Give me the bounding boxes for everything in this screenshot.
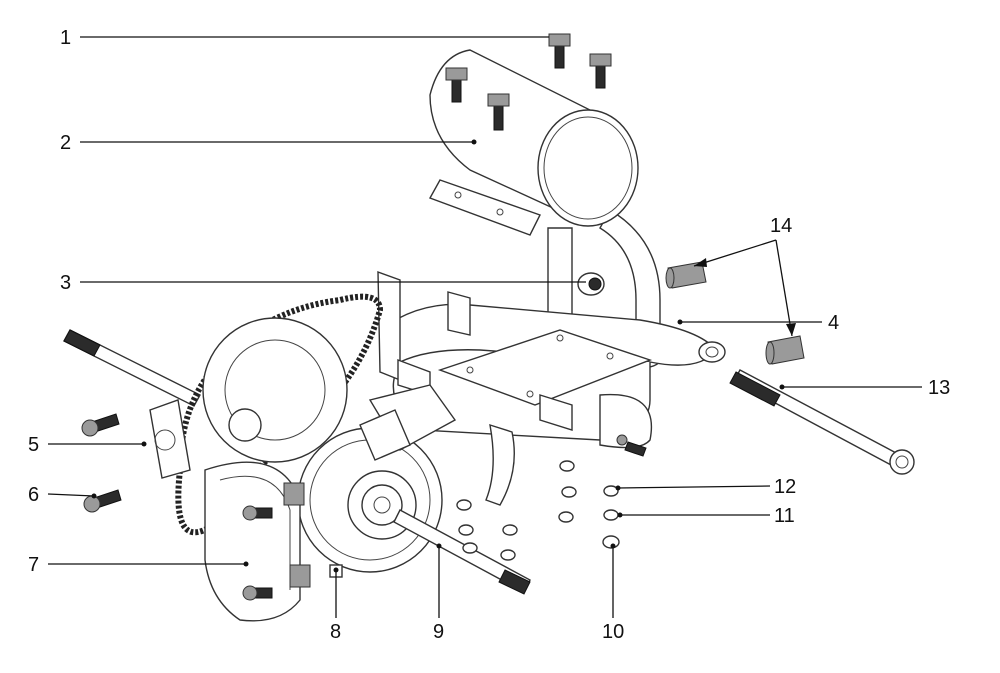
brake-disc-hub: [297, 384, 457, 578]
callout-7: 7: [28, 554, 39, 576]
axle-left: [63, 329, 201, 407]
callout-6: 6: [28, 484, 39, 506]
callout-14: 14: [770, 215, 792, 237]
callout-8: 8: [330, 621, 341, 643]
callout-10: 10: [602, 621, 624, 643]
pivot-bolt-part-13: [729, 369, 915, 475]
callout-12: 12: [774, 476, 796, 498]
leader-14b: [775, 239, 793, 337]
callout-2: 2: [60, 132, 71, 154]
callout-11: 11: [774, 505, 795, 527]
exhaust-muffler: [428, 49, 639, 236]
nuts-and-washers-10-11-12: [456, 460, 620, 561]
callout-5: 5: [28, 434, 39, 456]
leader-14a: [693, 239, 777, 267]
callout-leaders: [47, 36, 922, 618]
callout-3: 3: [60, 272, 71, 294]
callout-13: 13: [928, 377, 950, 399]
callout-9: 9: [433, 621, 444, 643]
rear-axle-part-9: [393, 509, 531, 595]
callout-labels: 1 2 3 4 5 6 7 8 9 10 11 12 13 14: [28, 27, 950, 643]
drive-chain-sprocket: [149, 293, 384, 536]
bushing-part-3: [577, 272, 605, 296]
leader-6: [47, 493, 95, 497]
callout-1: 1: [60, 27, 71, 49]
muffler-bolts: [445, 33, 612, 131]
bolts-parts-5-6: [81, 413, 647, 513]
rear-frame: [377, 209, 726, 506]
leader-12: [617, 485, 771, 489]
brake-caliper-part-7: [204, 461, 311, 622]
sleeves-part-14: [665, 261, 805, 365]
callout-4: 4: [828, 312, 839, 334]
